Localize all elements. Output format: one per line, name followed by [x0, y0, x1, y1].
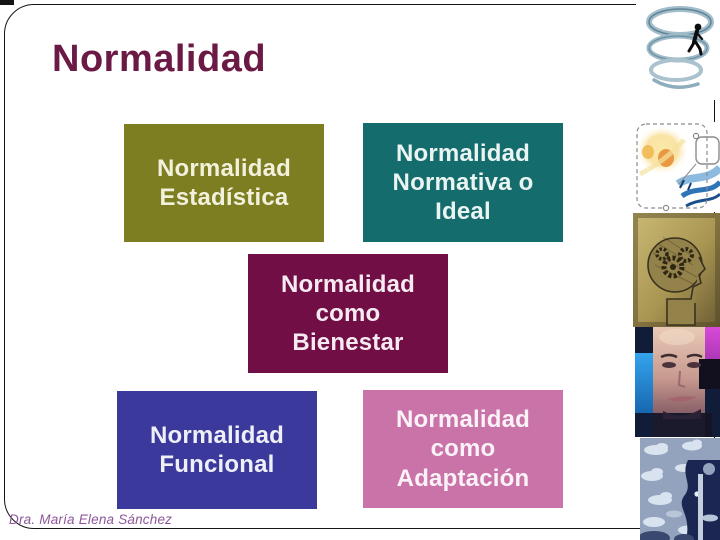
box-normalidad-estadistica: Normalidad Estadística	[124, 124, 324, 242]
box-label: Normalidad como Adaptación	[395, 406, 531, 492]
idea-abstract-image	[634, 122, 720, 212]
walker-figure	[687, 23, 704, 56]
spiral-walker-image	[636, 0, 720, 100]
box-label: Normalidad Estadística	[156, 154, 292, 211]
author-credit: Dra. María Elena Sánchez	[9, 512, 173, 527]
box-label: Normalidad como Bienestar	[280, 270, 416, 357]
box-normalidad-normativa-ideal: Normalidad Normativa o Ideal	[363, 123, 563, 242]
box-label: Normalidad Normativa o Ideal	[392, 139, 534, 226]
page-title: Normalidad	[52, 38, 267, 80]
gears-head-image	[633, 213, 720, 327]
corner-mark	[0, 0, 14, 5]
face-collage-image	[635, 327, 720, 437]
box-normalidad-funcional: Normalidad Funcional	[117, 391, 317, 509]
box-normalidad-como-adaptacion: Normalidad como Adaptación	[363, 390, 563, 508]
box-label: Normalidad Funcional	[149, 421, 285, 478]
box-normalidad-como-bienestar: Normalidad como Bienestar	[248, 254, 448, 373]
cloud-profile-image	[640, 438, 720, 540]
